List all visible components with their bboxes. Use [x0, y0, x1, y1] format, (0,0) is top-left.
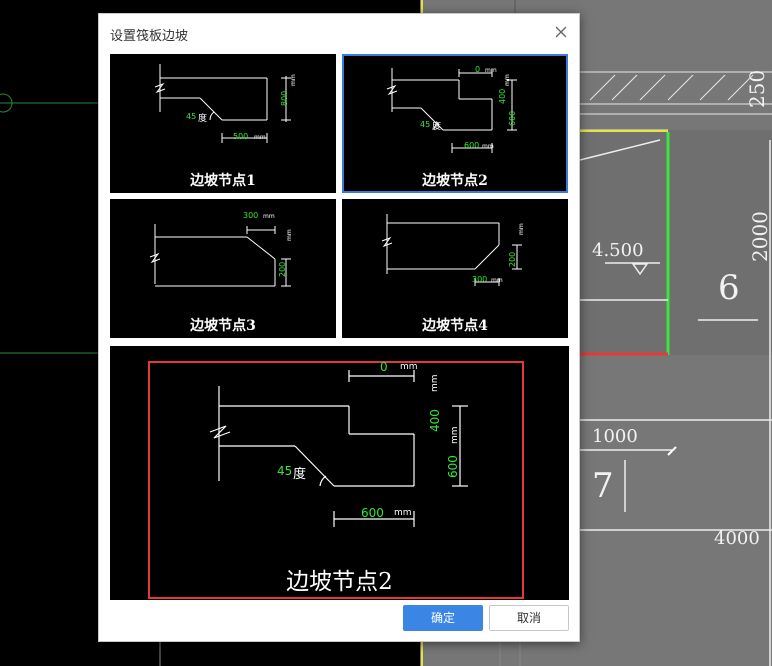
slope-node-4-caption: 边坡节点4	[422, 318, 488, 334]
node1-width-unit: mm	[254, 134, 266, 141]
node1-height-label: 800	[280, 90, 289, 106]
slope-preview-diagram	[148, 361, 524, 599]
cad-label-6: 6	[718, 268, 740, 308]
slope-node-1-diagram	[154, 64, 291, 143]
node1-angle-label: 45	[186, 112, 197, 121]
node1-angle-unit: 度	[198, 114, 208, 124]
node3-height-unit: mm	[286, 229, 293, 241]
cad-label-elevation: 4.500	[592, 240, 644, 261]
preview-angle-label: 45	[277, 464, 293, 478]
node1-width-label: 500	[233, 132, 249, 141]
node3-width-unit: mm	[263, 213, 275, 220]
cad-label-250: 250	[745, 69, 769, 108]
cad-label-4000: 4000	[714, 528, 760, 549]
node2-unit-v: mm	[504, 74, 511, 86]
node3-width-label: 300	[243, 211, 259, 220]
preview-height-top-label: 400	[428, 409, 442, 432]
slope-node-4-diagram	[381, 214, 522, 286]
node2-height-label: 600	[508, 110, 517, 126]
close-icon[interactable]	[553, 24, 569, 40]
cancel-button[interactable]: 取消	[489, 605, 569, 631]
node2-width-label: 600	[464, 141, 480, 150]
preview-height-label: 600	[446, 455, 460, 478]
preview-caption: 边坡节点2	[286, 569, 393, 595]
slope-node-2-caption: 边坡节点2	[422, 173, 488, 189]
preview-offset-label: 0	[380, 360, 388, 374]
node4-height-label: 200	[508, 251, 517, 267]
node4-width-unit: mm	[491, 277, 503, 284]
slope-node-1-caption: 边坡节点1	[190, 173, 256, 189]
preview-offset-unit: mm	[400, 362, 418, 372]
preview-width-label: 600	[361, 506, 384, 520]
node2-offset-label: 0	[475, 65, 481, 74]
node4-height-unit: mm	[518, 223, 525, 235]
node2-angle-label: 45	[420, 120, 431, 129]
node3-height-label: 200	[278, 261, 287, 277]
node2-offset-unit: mm	[485, 67, 497, 74]
slope-node-3-diagram	[149, 224, 291, 287]
slope-preview: 0 mm 400 600 mm mm 45 度 600 mm 边坡节点2	[110, 346, 569, 600]
dialog-header: 设置筏板边坡	[99, 14, 579, 52]
ok-button[interactable]: 确定	[403, 605, 483, 631]
slope-node-1-option[interactable]: 45 度 800 mm 500 mm 边坡节点1	[110, 54, 336, 193]
slope-node-2-option[interactable]: 0 mm 400 600 mm 45 度 600 mm 边坡节点2	[342, 54, 568, 193]
node4-width-label: 300	[472, 275, 488, 284]
cad-label-7: 7	[592, 466, 614, 506]
cad-label-2000: 2000	[748, 211, 772, 262]
node2-width-unit: mm	[482, 143, 494, 150]
slope-node-3-option[interactable]: 300 mm 200 mm 边坡节点3	[110, 199, 336, 338]
cad-label-1000: 1000	[592, 426, 638, 447]
node1-height-unit: mm	[290, 74, 297, 86]
slope-node-4-option[interactable]: 300 mm 200 mm 边坡节点4	[342, 199, 568, 338]
preview-height-unit-top: mm	[430, 374, 440, 392]
slope-node-2-diagram	[386, 68, 517, 153]
node2-height-top-label: 400	[498, 88, 507, 104]
dialog-title: 设置筏板边坡	[110, 29, 189, 44]
slope-node-3-caption: 边坡节点3	[190, 318, 256, 334]
preview-angle-unit: 度	[293, 467, 307, 482]
preview-width-unit: mm	[394, 508, 412, 518]
node2-angle-unit: 度	[432, 122, 442, 132]
preview-height-unit: mm	[450, 426, 460, 444]
slope-settings-dialog: 设置筏板边坡 45	[98, 13, 580, 642]
